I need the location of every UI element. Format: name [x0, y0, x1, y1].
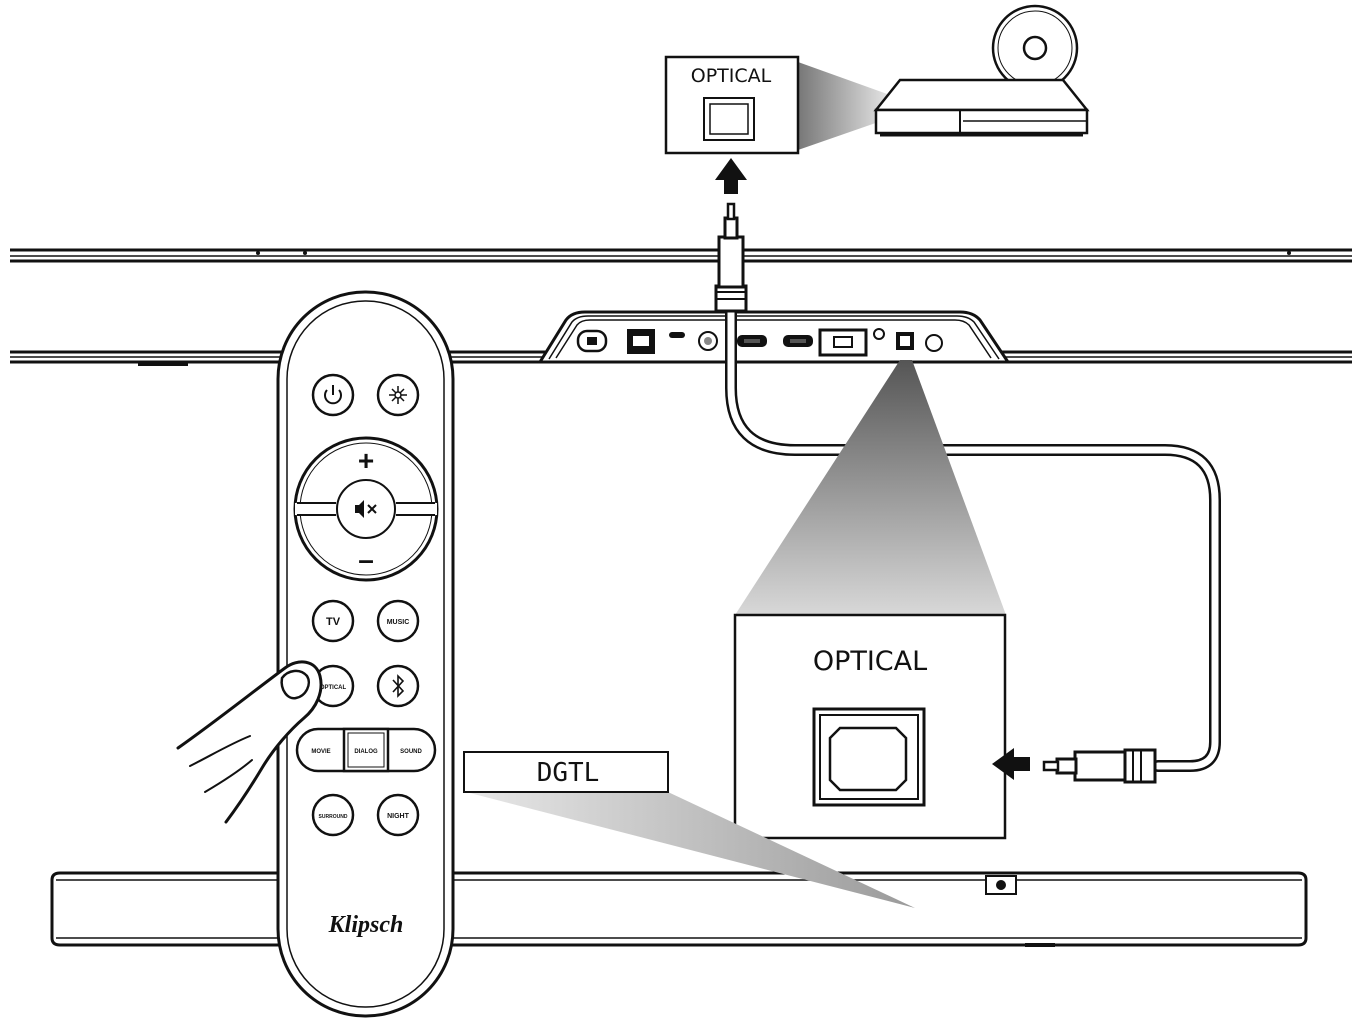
surround-button[interactable]: SURROUND — [311, 793, 355, 837]
bluetooth-button[interactable] — [376, 664, 420, 708]
disc-icon — [991, 4, 1079, 92]
optical-button[interactable]: OPTICAL — [311, 664, 355, 708]
optical-plug-top — [714, 202, 748, 313]
power-button[interactable] — [311, 373, 355, 417]
night-button[interactable]: NIGHT — [376, 793, 420, 837]
power-icon — [324, 385, 342, 405]
display-callout-cone — [466, 792, 915, 908]
service-jack — [698, 331, 718, 351]
display-text: DGTL — [537, 758, 600, 788]
large-optical-callout: OPTICAL — [733, 613, 1007, 840]
connector-panel — [537, 310, 1011, 364]
network-port — [818, 328, 868, 357]
volume-dial: + – — [293, 436, 439, 582]
hand-pointer-icon — [176, 660, 323, 824]
top-callout-label: OPTICAL — [691, 65, 772, 87]
left-arrow-icon — [992, 748, 1030, 780]
movie-button[interactable]: MOVIE — [311, 749, 330, 755]
light-button[interactable] — [376, 373, 420, 417]
optical-button-label: OPTICAL — [320, 685, 347, 691]
power-inlet — [576, 329, 608, 353]
hdmi-port — [783, 335, 813, 347]
top-callout-cone — [798, 62, 890, 150]
usb-port — [669, 332, 685, 338]
dialog-button[interactable]: DIALOG — [354, 749, 378, 755]
volume-down-button[interactable]: – — [358, 544, 374, 575]
night-button-label: NIGHT — [387, 813, 410, 820]
optical-port — [896, 332, 914, 350]
optical-plug-side — [1042, 748, 1157, 784]
large-callout-cone — [735, 360, 1006, 615]
large-callout-label: OPTICAL — [813, 646, 927, 677]
reset-button — [873, 328, 885, 340]
top-optical-callout: OPTICAL — [664, 55, 800, 155]
mute-icon — [355, 500, 377, 518]
mute-button[interactable] — [336, 479, 396, 539]
up-arrow-icon — [715, 158, 747, 194]
music-button-label: MUSIC — [387, 619, 410, 626]
bluetooth-icon — [392, 674, 405, 698]
hdmi-port — [737, 335, 767, 347]
sound-button[interactable]: SOUND — [400, 749, 422, 755]
surround-button-label: SURROUND — [319, 814, 348, 820]
soundbar — [50, 871, 1308, 947]
tv-button[interactable]: TV — [311, 599, 355, 643]
source-player — [873, 4, 1090, 137]
ir-sensor-icon — [985, 875, 1017, 895]
optical-cable — [725, 299, 1221, 772]
mode-bar: MOVIE DIALOG SOUND — [295, 727, 437, 773]
music-button[interactable]: MUSIC — [376, 599, 420, 643]
remote-control: + – TV MUSIC OPTICAL — [276, 290, 455, 1018]
brand-logo: Klipsch — [328, 912, 404, 938]
display-callout: DGTL — [463, 751, 669, 793]
analog-input — [925, 334, 943, 352]
ethernet-port — [627, 329, 655, 354]
volume-up-button[interactable]: + — [358, 445, 374, 476]
tv-button-label: TV — [326, 616, 341, 628]
